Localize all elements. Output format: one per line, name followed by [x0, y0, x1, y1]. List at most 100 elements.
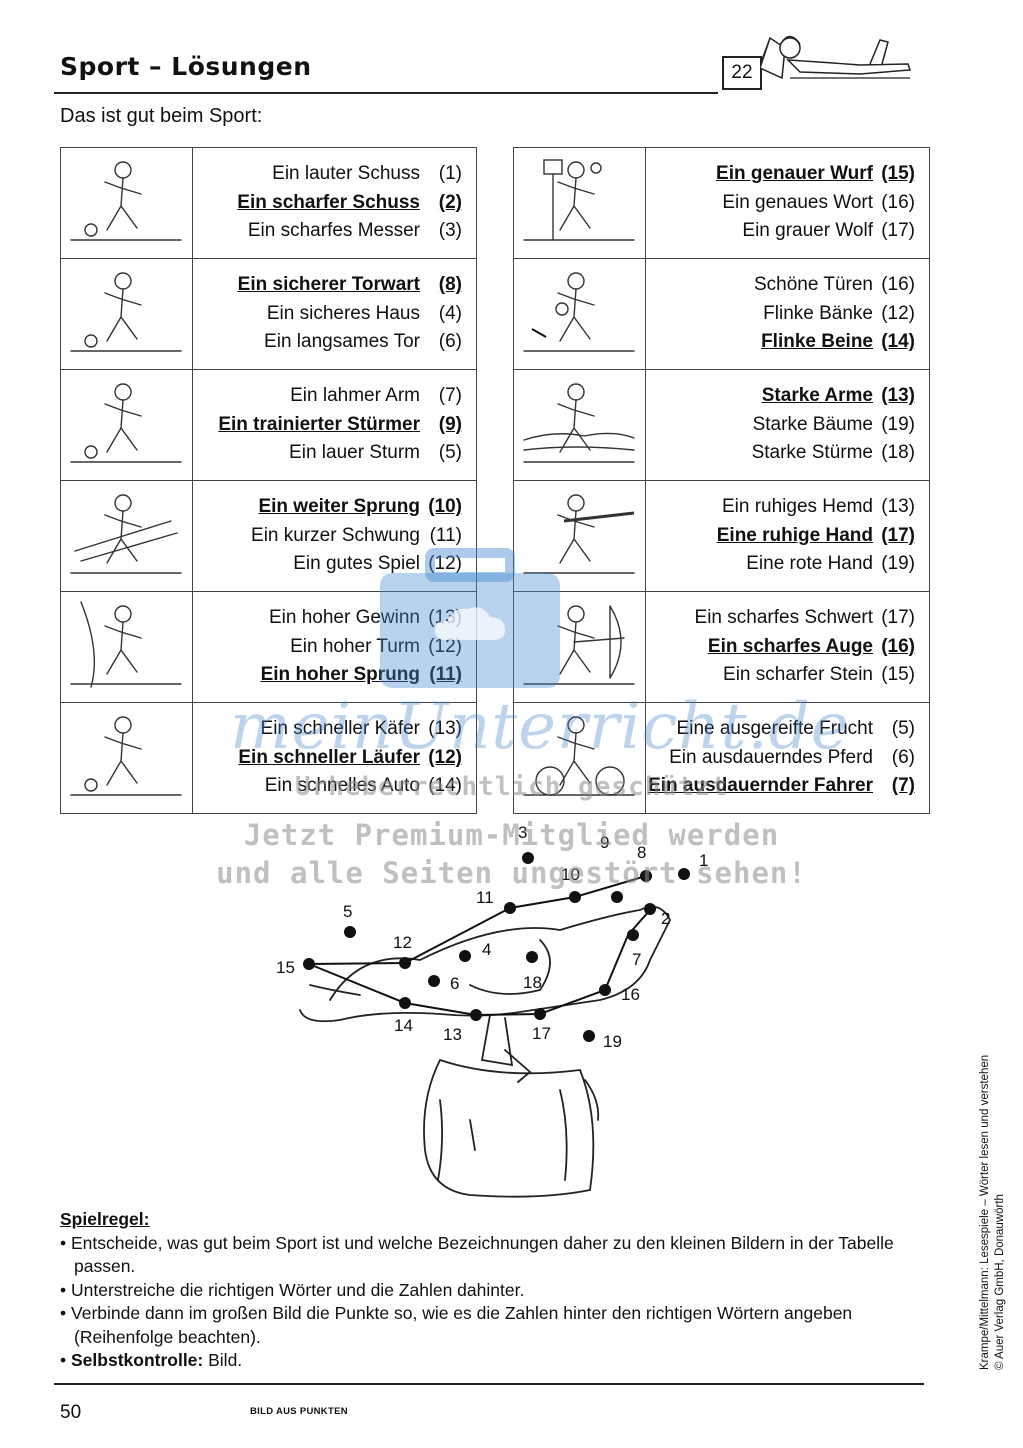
- phrase-option: Ein lahmer Arm(7): [193, 382, 476, 411]
- word-options-cell: Ein ruhiges Hemd(13)Eine ruhige Hand(17)…: [645, 480, 930, 592]
- striker-running-icon: [60, 369, 193, 481]
- title-rule: [54, 92, 718, 94]
- watermark-line-3: und alle Seiten ungestört sehen!: [216, 856, 807, 890]
- phrase-option: Ein schnelles Auto(14): [193, 772, 476, 801]
- dot-label-5: 5: [343, 902, 352, 921]
- word-options-cell: Ein schneller Käfer(13)Ein schneller Läu…: [192, 702, 477, 814]
- basketball-dribble-icon: [513, 258, 646, 370]
- word-options-cell: Ein sicherer Torwart (8) Ein sicheres Haus…: [192, 258, 477, 370]
- publisher-credit: Krampe/Mittelmann: Lesespiele – Wörter l…: [978, 1055, 1008, 1370]
- correct-phrase: Eine ruhige Hand(17): [646, 522, 929, 551]
- word-options-cell: Starke Arme(13)Starke Bäume(19)Starke St…: [645, 369, 930, 481]
- correct-phrase: Starke Arme(13): [646, 382, 929, 411]
- phrase-option: Schöne Türen(16): [646, 271, 929, 300]
- phrase-text: Ein sicherer Torwart: [237, 274, 420, 296]
- phrase-number: (16): [881, 635, 915, 657]
- correct-phrase: Ein trainierter Stürmer(9): [193, 411, 476, 440]
- phrase-option: Starke Stürme(18): [646, 439, 929, 468]
- phrase-number: (17): [881, 220, 915, 242]
- phrase-option: Ein genaues Wort (16): [646, 189, 929, 218]
- phrase-number: (8): [438, 274, 462, 296]
- dot-label-19: 19: [603, 1032, 622, 1051]
- page-title: Sport – Lösungen: [60, 52, 312, 81]
- phrase-number: (13): [428, 718, 462, 740]
- phrase-text: Ein ausdauerndes Pferd: [669, 746, 873, 768]
- phrase-number: (5): [438, 442, 462, 464]
- dot-label-9: 9: [600, 833, 609, 852]
- phrase-option: Ein scharfes Schwert(17): [646, 604, 929, 633]
- phrase-text: Ein lauter Schuss: [272, 163, 420, 185]
- phrase-option: Ein gutes Spiel(12): [193, 550, 476, 579]
- shooter-icon: [513, 480, 646, 592]
- dot-label-6: 6: [450, 974, 459, 993]
- table-row: Ein lahmer Arm(7)Ein trainierter Stürmer…: [60, 369, 477, 481]
- phrase-number: (12): [428, 746, 462, 768]
- correct-phrase: Ein schneller Läufer (12): [193, 744, 476, 773]
- phrase-text: Eine ausgereifte Frucht: [676, 718, 873, 740]
- phrase-text: Ein gutes Spiel: [293, 553, 420, 575]
- phrase-option: Ein hoher Turm(12): [193, 633, 476, 662]
- phrase-text: Ein lauer Sturm: [289, 442, 420, 464]
- credit-line-2: © Auer Verlag GmbH, Donauwörth: [994, 1194, 1006, 1370]
- table-row: Ein hoher Gewinn(13)Ein hoher Turm(12)Ei…: [60, 591, 477, 703]
- dot-label-15: 15: [276, 958, 295, 977]
- phrase-number: (2): [438, 191, 462, 213]
- phrase-number: (7): [438, 385, 462, 407]
- phrase-text: Ein scharfer Schuss: [237, 191, 420, 213]
- phrase-text: Ein scharfes Auge: [707, 635, 873, 657]
- watermark-brand: meinUnterricht.de: [230, 690, 850, 764]
- word-options-cell: Ein genauer Wurf (15) Ein genaues Wort (16)…: [645, 147, 930, 259]
- phrase-option: Ein scharfes Messer (3): [193, 217, 476, 246]
- table-row: Ein lauter Schuss(1)Ein scharfer Schuss(…: [60, 147, 477, 259]
- phrase-number: (17): [881, 607, 915, 629]
- phrase-option: Eine ausgereifte Frucht (5): [646, 715, 929, 744]
- phrase-number: (11): [420, 661, 462, 690]
- correct-phrase: Ein ausdauernder Fahrer (7): [646, 772, 929, 801]
- word-options-cell: Ein weiter Sprung(10)Ein kurzer Schwung(…: [192, 480, 477, 592]
- word-table-right: Ein genauer Wurf (15) Ein genaues Wort (16)…: [513, 147, 930, 814]
- phrase-text: Ein langsames Tor: [264, 331, 420, 353]
- phrase-number: (13): [881, 385, 915, 407]
- phrase-text: Ein schneller Läufer: [238, 746, 420, 768]
- phrase-text: Ein schnelles Auto: [264, 775, 420, 797]
- phrase-option: Eine rote Hand(19): [646, 550, 929, 579]
- phrase-text: Ein ausdauernder Fahrer: [648, 775, 873, 797]
- word-options-cell: Ein scharfes Schwert(17)Ein scharfes Aug…: [645, 591, 930, 703]
- phrase-number: (6): [438, 331, 462, 353]
- phrase-number: (14): [881, 331, 915, 353]
- rules-item-text: Unterstreiche die richtigen Wörter und d…: [71, 1279, 525, 1300]
- watermark-line-1: Urheberrechtlich geschützt: [295, 772, 728, 802]
- phrase-text: Ein genaues Wort: [722, 191, 873, 213]
- phrase-number: (5): [891, 718, 915, 740]
- phrase-text: Flinke Beine: [761, 331, 873, 353]
- phrase-number: (15): [881, 163, 915, 185]
- phrase-number: (10): [428, 496, 462, 518]
- word-options-cell: Eine ausgereifte Frucht (5) Ein ausdauernd…: [645, 702, 930, 814]
- phrase-number: (16): [881, 191, 915, 213]
- dot-label-3: 3: [518, 823, 527, 842]
- cyclist-icon: [513, 702, 646, 814]
- phrase-text: Ein sicheres Haus: [266, 302, 420, 324]
- dot-label-11: 11: [476, 888, 494, 907]
- dot-to-dot-bird-picture: 1 2 3 4 5 6 7 8 9 10 11 12 13 14 15 16 1…: [276, 823, 708, 1198]
- phrase-text: Schöne Türen: [753, 274, 873, 296]
- phrase-number: (12): [420, 633, 462, 662]
- table-row: Starke Arme(13)Starke Bäume(19)Starke St…: [513, 369, 930, 481]
- correct-phrase: Ein weiter Sprung(10): [193, 493, 476, 522]
- phrase-number: (19): [881, 553, 915, 575]
- phrase-number: (13): [881, 496, 915, 518]
- phrase-text: Flinke Bänke: [763, 302, 873, 324]
- rules-item-text: Entscheide, was gut beim Sport ist und w…: [71, 1232, 894, 1277]
- phrase-text: Ein scharfes Messer: [247, 220, 420, 242]
- phrase-text: Ein genauer Wurf: [716, 163, 873, 185]
- rules-item-text: Verbinde dann im großen Bild die Punkte …: [71, 1303, 853, 1347]
- runner-icon: [60, 702, 193, 814]
- long-jumper-icon: [60, 480, 193, 592]
- correct-phrase: Ein sicherer Torwart (8): [193, 271, 476, 300]
- credit-line-1: Krampe/Mittelmann: Lesespiele – Wörter l…: [979, 1054, 991, 1370]
- phrase-number: (7): [891, 775, 915, 797]
- intro-text: Das ist gut beim Sport:: [60, 105, 263, 127]
- correct-phrase: Ein hoher Sprung(11): [193, 661, 476, 690]
- phrase-number: (19): [881, 413, 915, 435]
- phrase-number: (3): [438, 220, 462, 242]
